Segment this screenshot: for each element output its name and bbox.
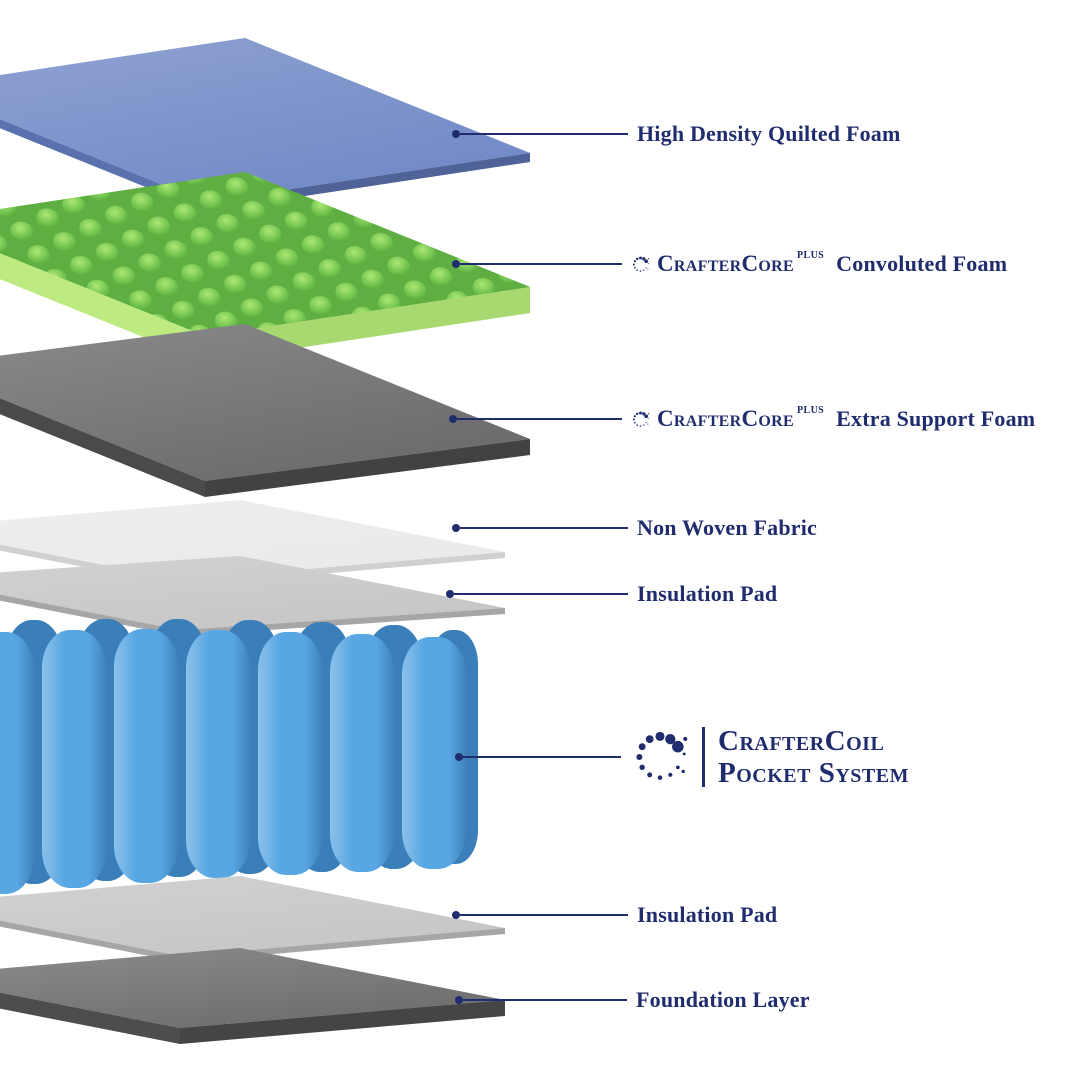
label-insulation-pad-bottom: Insulation Pad (637, 902, 778, 927)
layer-pocket-coils (0, 619, 478, 894)
craftercore-brand-name: CrafterCore (657, 406, 794, 431)
label-foundation-layer: Foundation Layer (636, 987, 810, 1012)
leader-line (463, 999, 627, 1001)
leader-line (460, 527, 628, 529)
leader-dot (452, 260, 460, 268)
label-insulation-pad-top: Insulation Pad (637, 581, 778, 606)
callout-extra-support-foam: CrafterCore Plus Extra Support Foam (449, 404, 1036, 432)
label-extra-support-foam: Extra Support Foam (836, 406, 1036, 431)
craftercore-logo-icon (630, 254, 651, 275)
pocket-coils-front-row (0, 629, 466, 894)
callout-foundation-layer: Foundation Layer (455, 987, 810, 1013)
craftercoil-brand-line1: CrafterCoil (718, 724, 885, 757)
callout-insulation-pad-bottom: Insulation Pad (452, 902, 777, 928)
craftercore-plus-superscript: Plus (796, 249, 825, 261)
leader-line (454, 593, 628, 595)
callout-quilted-foam: High Density Quilted Foam (452, 121, 901, 147)
leader-dot (452, 130, 460, 138)
callout-insulation-pad-top: Insulation Pad (446, 581, 777, 607)
leader-dot (446, 590, 454, 598)
label-convoluted-foam: Convoluted Foam (836, 251, 1008, 276)
callout-non-woven-fabric: Non Woven Fabric (452, 515, 817, 541)
leader-dot (455, 996, 463, 1004)
craftercore-logo-icon (630, 409, 651, 430)
craftercoil-logo-icon (627, 724, 693, 790)
leader-line (463, 756, 621, 758)
craftercoil-brand-line2: Pocket System (718, 757, 909, 789)
craftercore-plus-superscript: Plus (796, 404, 825, 416)
craftercoil-logo-text: CrafterCoil Pocket System (718, 725, 909, 790)
leader-line (460, 133, 628, 135)
leader-line (460, 914, 628, 916)
craftercore-brand-name: CrafterCore (657, 251, 794, 276)
layer-insulation-pad-bottom (0, 876, 505, 962)
leader-dot (449, 415, 457, 423)
leader-line (457, 418, 622, 420)
callout-pocket-coil-system: CrafterCoil Pocket System (455, 724, 909, 790)
leader-dot (452, 911, 460, 919)
layer-extra-support-foam (0, 324, 530, 497)
craftercoil-logo-divider (702, 727, 705, 787)
leader-line (460, 263, 622, 265)
label-quilted-foam: High Density Quilted Foam (637, 121, 901, 146)
leader-dot (452, 524, 460, 532)
label-non-woven-fabric: Non Woven Fabric (637, 515, 818, 540)
callout-convoluted-foam: CrafterCore Plus Convoluted Foam (452, 249, 1008, 277)
layer-foundation (0, 948, 505, 1044)
leader-dot (455, 753, 463, 761)
